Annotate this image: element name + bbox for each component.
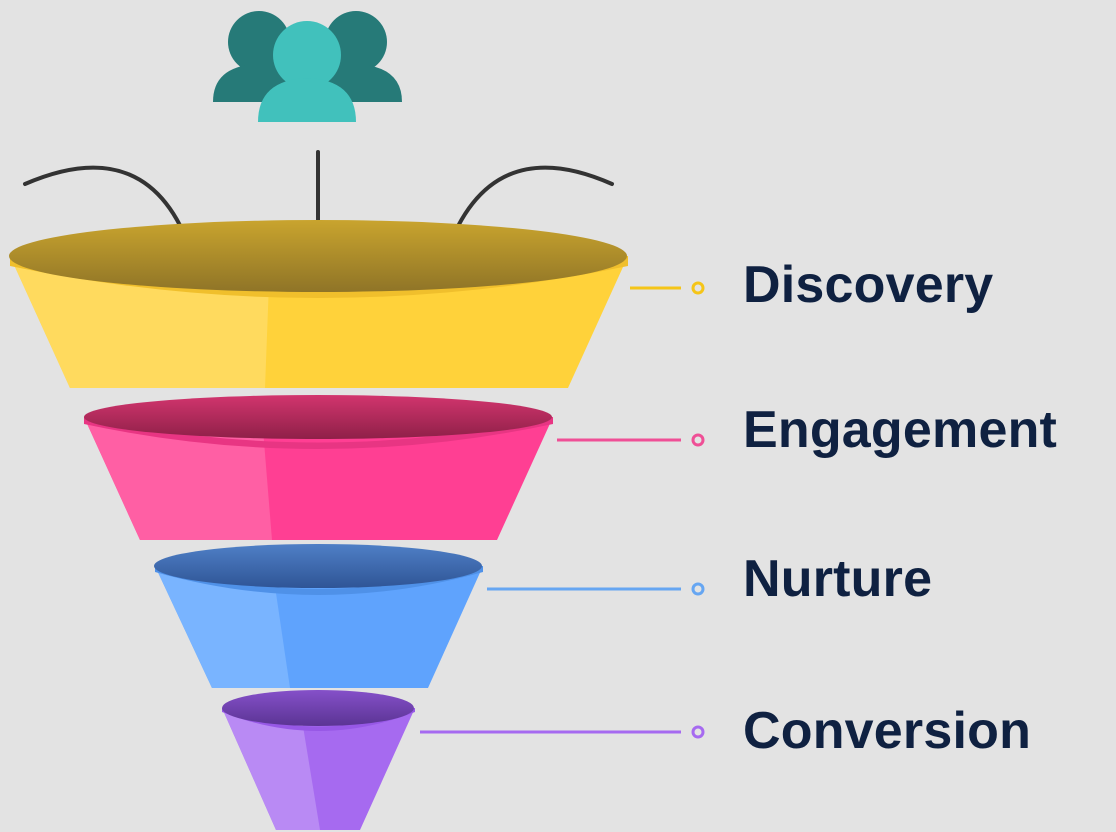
connector-conversion [420, 725, 705, 739]
funnel-stage-engagement [84, 395, 553, 540]
connector-engagement [557, 433, 705, 447]
funnel-stage-discovery [9, 220, 628, 388]
funnel-stage-nurture [154, 544, 483, 688]
stage-label-engagement: Engagement [743, 401, 1058, 459]
stage-label-nurture: Nurture [743, 550, 933, 608]
connector-nurture [487, 582, 705, 596]
person-center-icon [258, 21, 356, 122]
stage-label-conversion: Conversion [743, 702, 1032, 760]
stage-label-discovery: Discovery [743, 256, 994, 314]
funnel-stage-conversion [222, 690, 415, 830]
connector-discovery [630, 281, 705, 295]
users-group-icon [213, 11, 402, 122]
